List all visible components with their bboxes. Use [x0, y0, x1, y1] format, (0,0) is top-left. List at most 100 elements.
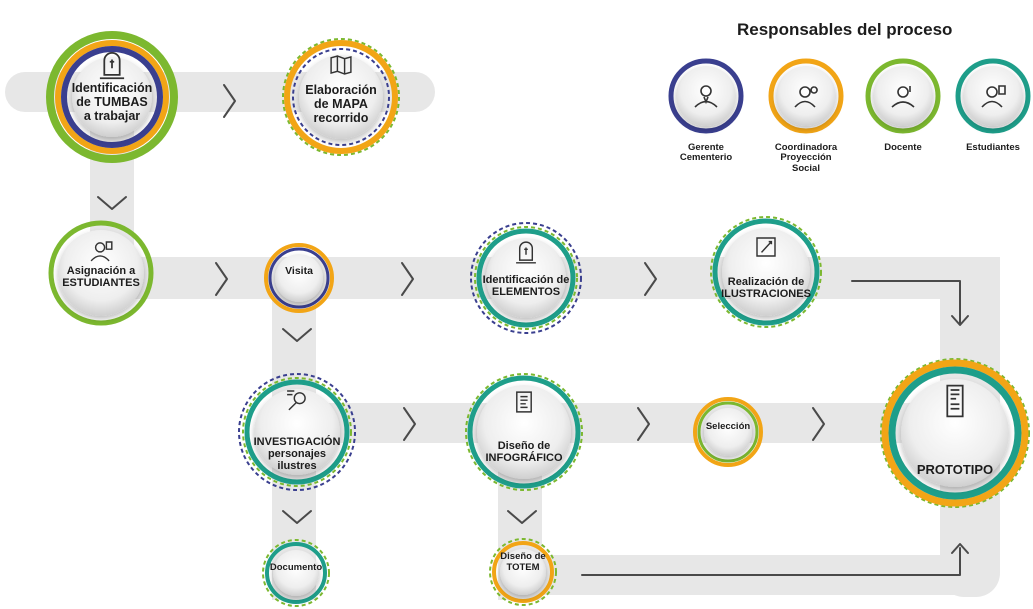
node-disc [72, 57, 152, 137]
node-infografico [465, 373, 583, 491]
ring-teal [476, 228, 576, 328]
node-label-seleccion: Selección [705, 420, 751, 432]
manager-icon [694, 85, 718, 108]
node-label-prototipo: PROTOTIPO [916, 461, 994, 477]
legend-item-docente [865, 58, 941, 134]
node-identificacion-elementos [470, 222, 582, 334]
ring-navy [61, 46, 163, 148]
arrow-right-1 [223, 84, 236, 118]
legend-label-coordinadora: Coordinadora Proyección Social [774, 142, 838, 174]
arrow-right-7 [812, 407, 825, 441]
ring-green [242, 377, 352, 487]
node-label-elaboracion-mapa: Elaboración de MAPA recorrido [305, 83, 377, 125]
ring-green [465, 373, 583, 491]
node-seleccion [693, 397, 763, 467]
map-icon [330, 55, 352, 75]
node-label-investigacion: INVESTIGACIÓN personajes ilustres [253, 435, 341, 473]
ring-green [262, 539, 330, 607]
ring-orange [881, 359, 1029, 507]
research-icon [287, 390, 306, 411]
node-disc [254, 389, 340, 475]
node-investigacion [238, 373, 356, 491]
node-label-asignacion: Asignación a ESTUDIANTES [62, 264, 140, 289]
arrow-right-6 [637, 407, 650, 441]
ring-green [489, 538, 557, 606]
legend-label-docente: Docente [884, 142, 922, 153]
track-row-3 [290, 403, 960, 443]
ring-green [282, 38, 400, 156]
ring-orange [284, 40, 398, 154]
node-label-identificacion-tumbas: Identificación de TUMBAS a trabajar [71, 81, 153, 123]
arrow-right-5 [403, 407, 416, 441]
ring-orange [264, 243, 334, 313]
ring-orange [492, 541, 554, 603]
arrow-line-from-totem [581, 547, 961, 576]
node-disc [704, 408, 752, 456]
node-disc [722, 228, 810, 316]
student-icon [981, 85, 1006, 108]
arrow-head-down [951, 315, 969, 326]
legend-disc [963, 66, 1023, 126]
node-disc [299, 55, 383, 139]
legend-label-estudiantes: Estudiantes [966, 142, 1020, 153]
node-prototipo [880, 358, 1030, 508]
arrow-right-4 [644, 262, 657, 296]
arrow-head-up [951, 543, 969, 554]
legend-title: Responsables del proceso [737, 20, 953, 39]
arrow-line-to-prototipo [851, 280, 961, 324]
node-totem [489, 538, 557, 606]
node-documento [262, 539, 330, 607]
legend-item-coordinadora [768, 58, 844, 134]
ring-green [474, 226, 578, 330]
ring-green [710, 216, 822, 328]
legend-ring-navy [668, 58, 744, 134]
node-label-identificacion-elementos: Identificación de ELEMENTOS [482, 273, 570, 298]
arrow-right-2 [215, 262, 228, 296]
node-ilustraciones [710, 216, 822, 328]
ring-teal [244, 379, 350, 485]
ring-green [46, 31, 178, 163]
student-icon [90, 241, 113, 262]
ring-navy [268, 247, 330, 309]
ring-orange [693, 397, 763, 467]
ring-teal [265, 542, 327, 604]
arrow-down-4 [507, 510, 537, 524]
node-disc [901, 379, 1009, 487]
node-disc [273, 550, 319, 596]
totem-icon [946, 384, 964, 418]
legend-ring-green [865, 58, 941, 134]
teacher-icon [891, 86, 915, 108]
ring-navy [238, 373, 356, 491]
ring-teal [888, 366, 1022, 500]
ring-green [48, 220, 154, 326]
arrow-down-2 [282, 328, 312, 342]
legend-ring-orange [768, 58, 844, 134]
ring-teal [467, 375, 581, 489]
node-label-documento: Documento [269, 561, 323, 573]
infographic-icon [516, 391, 532, 413]
node-label-visita: Visita [285, 265, 313, 278]
ring-navy [470, 222, 582, 334]
ring-navy [292, 48, 390, 146]
node-disc [58, 230, 144, 316]
node-disc [477, 385, 571, 479]
ring-green [880, 358, 1030, 508]
flow-tracks [5, 72, 1000, 600]
legend-disc [873, 66, 933, 126]
arrow-down-3 [282, 510, 312, 524]
legend-ring-teal [955, 58, 1031, 134]
tombstone-icon [99, 52, 125, 80]
flow-arrows [97, 84, 969, 576]
node-label-totem: Diseño de TOTEM [500, 551, 546, 573]
node-visita [264, 243, 334, 313]
node-disc [486, 238, 566, 318]
node-label-ilustraciones: Realización de ILUSTRACIONES [721, 275, 811, 300]
tombstone-icon [516, 241, 536, 264]
ring-green [697, 401, 759, 463]
node-disc [500, 549, 546, 595]
node-label-infografico: Diseño de INFOGRÁFICO [485, 439, 563, 464]
node-asignacion [48, 220, 154, 326]
node-elaboracion-mapa [282, 38, 400, 156]
node-disc [275, 254, 323, 302]
